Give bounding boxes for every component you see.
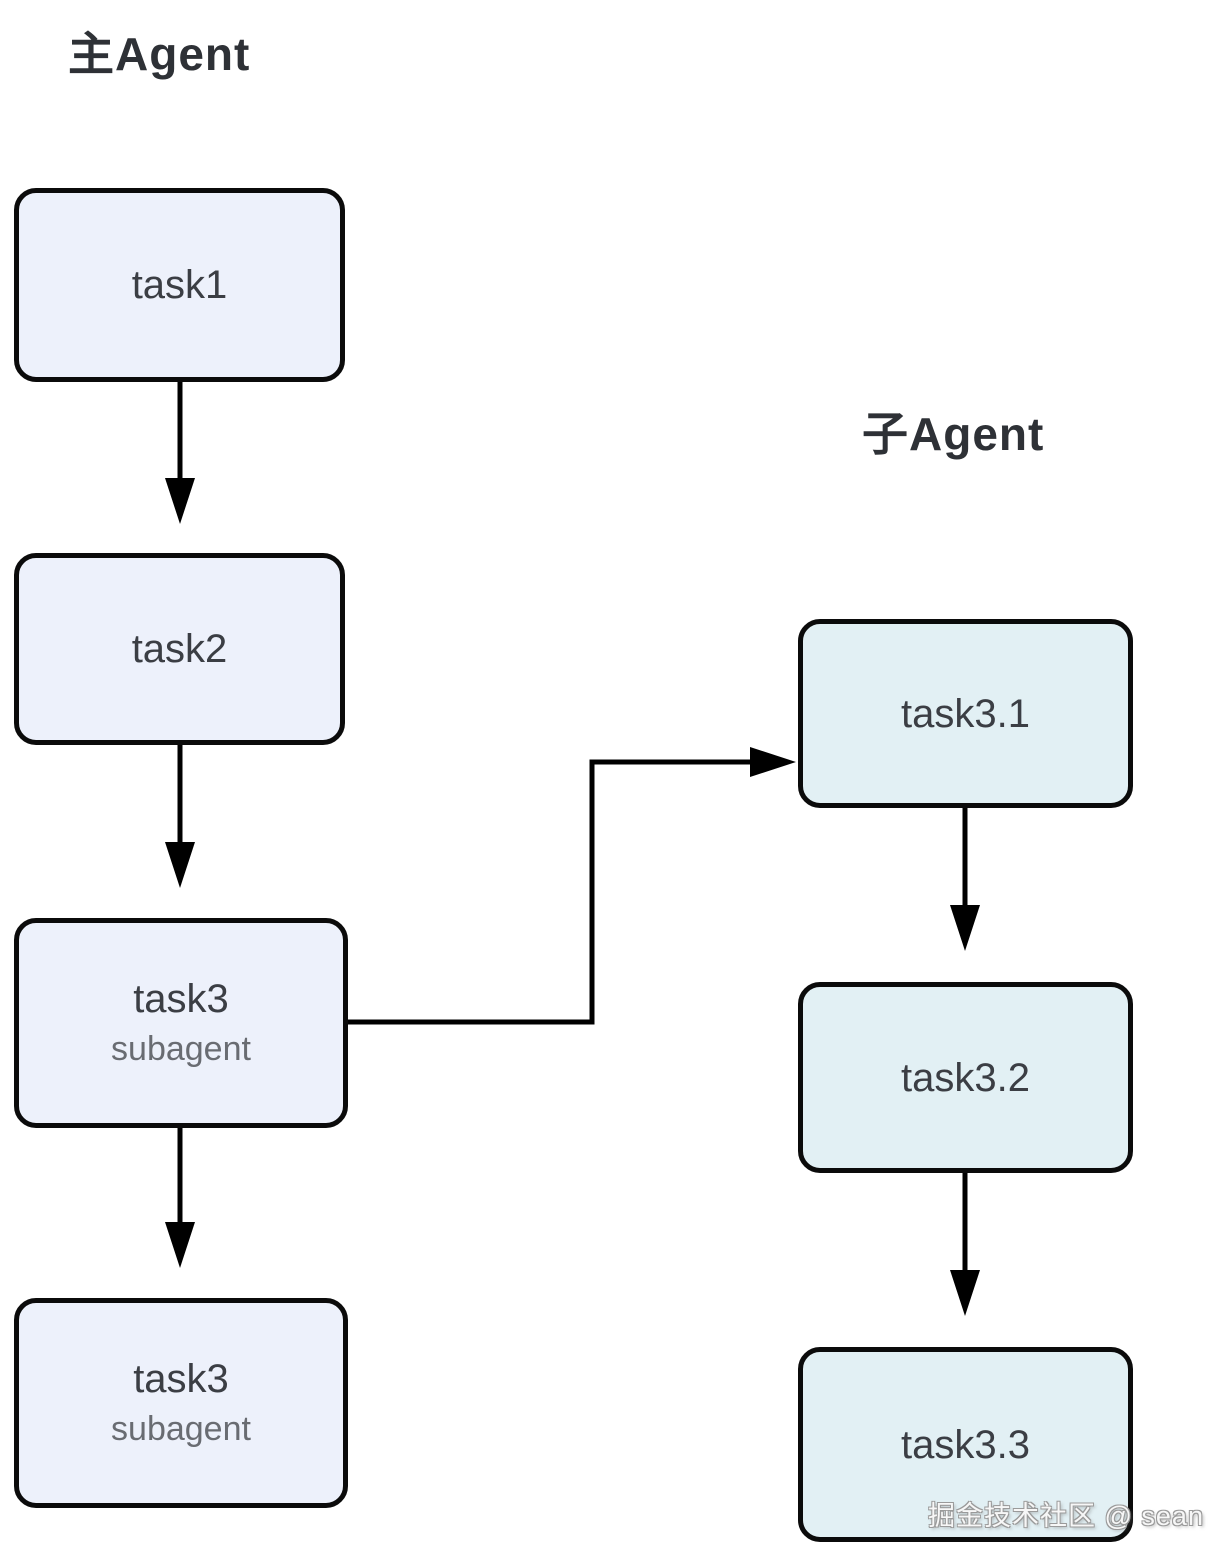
task-node-task1: task1 xyxy=(14,188,345,382)
task-node-task3-2: task3.2 xyxy=(798,982,1133,1173)
arrow-task31-to-task32 xyxy=(950,808,980,951)
arrow-task3-to-task3-subagent xyxy=(165,1128,195,1268)
arrow-task1-to-task2 xyxy=(165,382,195,524)
main-agent-title: 主Agent xyxy=(68,28,251,80)
arrow-task2-to-task3 xyxy=(165,745,195,888)
task-node-label: task3 xyxy=(133,977,229,1022)
task-node-label: task3.3 xyxy=(901,1422,1030,1467)
task-node-task2: task2 xyxy=(14,553,345,745)
watermark: 掘金技术社区 @ sean xyxy=(928,1501,1204,1531)
task-node-label: task3.2 xyxy=(901,1055,1030,1100)
arrow-task3-to-task31-elbow xyxy=(348,747,796,1025)
task-node-sublabel: subagent xyxy=(111,1030,251,1069)
task-node-task3-subagent-2: task3 subagent xyxy=(14,1298,348,1508)
arrow-task32-to-task33 xyxy=(950,1173,980,1316)
task-node-task3-3: task3.3 xyxy=(798,1347,1133,1542)
task-node-task3-1: task3.1 xyxy=(798,619,1133,808)
task-node-label: task3 xyxy=(133,1357,229,1402)
task-node-sublabel: subagent xyxy=(111,1410,251,1449)
task-node-label: task1 xyxy=(131,263,228,307)
task-node-label: task2 xyxy=(131,627,228,671)
sub-agent-title: 子Agent xyxy=(862,408,1045,460)
task-node-label: task3.1 xyxy=(901,691,1030,736)
task-node-task3-subagent-1: task3 subagent xyxy=(14,918,348,1128)
